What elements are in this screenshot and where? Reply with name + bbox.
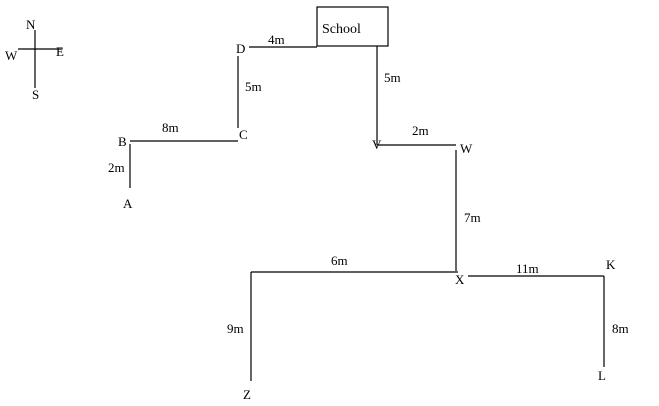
distance-school-V-label: 5m bbox=[384, 70, 401, 85]
distance-AB-label: 2m bbox=[108, 160, 125, 175]
point-A-label: A bbox=[123, 196, 133, 211]
route-path bbox=[129, 46, 605, 381]
distance-X-west-label: 6m bbox=[331, 253, 348, 268]
point-K-label: K bbox=[606, 257, 616, 272]
point-V-label: V bbox=[372, 137, 382, 152]
point-W-label: W bbox=[460, 141, 473, 156]
point-X-label: X bbox=[455, 272, 465, 287]
distance-labels: 2m 8m 5m 4m 5m 2m 7m 6m 9m 11m 8m bbox=[108, 32, 629, 336]
compass-east-label: E bbox=[56, 44, 64, 59]
distance-VW-label: 2m bbox=[412, 123, 429, 138]
distance-D-school-label: 4m bbox=[268, 32, 285, 47]
point-labels: A B C D V W X Z K L bbox=[118, 41, 616, 402]
point-D-label: D bbox=[236, 41, 245, 56]
compass-rose: N W E S bbox=[5, 17, 64, 102]
school-label: School bbox=[322, 22, 361, 37]
distance-BC-label: 8m bbox=[162, 120, 179, 135]
distance-WX-label: 7m bbox=[464, 210, 481, 225]
compass-south-label: S bbox=[32, 87, 39, 102]
compass-west-label: W bbox=[5, 48, 18, 63]
compass-north-label: N bbox=[26, 17, 36, 32]
point-L-label: L bbox=[598, 368, 606, 383]
distance-west-Z-label: 9m bbox=[227, 321, 244, 336]
distance-KL-label: 8m bbox=[612, 321, 629, 336]
point-C-label: C bbox=[239, 127, 248, 142]
point-B-label: B bbox=[118, 134, 127, 149]
distance-XK-label: 11m bbox=[516, 261, 539, 276]
point-Z-label: Z bbox=[243, 387, 251, 402]
school-building: School bbox=[316, 6, 389, 47]
school-box bbox=[316, 6, 389, 47]
distance-CD-label: 5m bbox=[245, 79, 262, 94]
